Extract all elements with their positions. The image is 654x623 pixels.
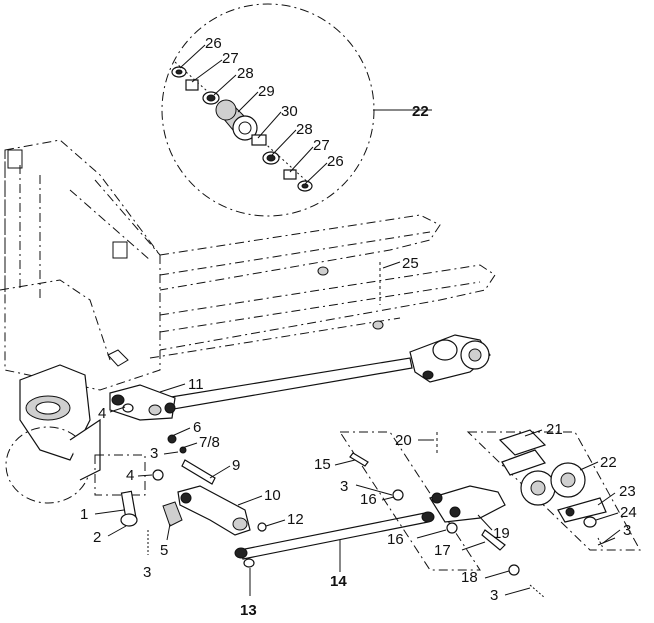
upper-push-rod-assembly xyxy=(109,334,491,421)
cotter-pin-3-right xyxy=(597,537,604,549)
callout-29: 29 xyxy=(258,83,275,100)
callout-21: 21 xyxy=(546,421,563,438)
washer-18 xyxy=(508,564,520,576)
callout-26-bottom: 26 xyxy=(327,153,344,170)
chassis-outline xyxy=(0,139,161,391)
callout-16-upper: 16 xyxy=(360,491,377,508)
callout-4-upper: 4 xyxy=(98,405,106,422)
callout-6: 6 xyxy=(193,419,201,436)
spacer-27-top xyxy=(185,79,199,91)
fork-pin-lower xyxy=(372,320,384,330)
callout-11: 11 xyxy=(188,376,204,393)
callout-3-left: 3 xyxy=(143,564,151,581)
shaft-9 xyxy=(181,459,216,485)
roller-set-dashed xyxy=(466,431,641,551)
callout-25: 25 xyxy=(402,255,419,272)
washer-2 xyxy=(120,513,138,527)
callout-14: 14 xyxy=(330,573,347,590)
axle-30 xyxy=(251,134,267,146)
callout-30: 30 xyxy=(281,103,298,120)
callout-17: 17 xyxy=(434,542,451,559)
washer-7-8 xyxy=(179,446,187,454)
wheel-29 xyxy=(215,99,258,141)
shaft-17 xyxy=(481,529,506,551)
lever-10 xyxy=(177,485,251,536)
callout-24: 24 xyxy=(620,504,637,521)
callout-1: 1 xyxy=(80,506,88,523)
callout-19: 19 xyxy=(493,525,510,542)
frame-link-dashed xyxy=(94,454,146,496)
link-plate-23 xyxy=(557,497,607,523)
callout-3-right: 3 xyxy=(623,522,631,539)
callout-7-8: 7/8 xyxy=(199,434,220,451)
spacer-27-bottom xyxy=(283,169,297,180)
lower-roller-assembly xyxy=(339,429,641,599)
roller-bracket-19 xyxy=(429,485,506,523)
bushing-4-lower xyxy=(152,469,164,481)
callout-27-top: 27 xyxy=(222,50,239,67)
fork-end-dashed xyxy=(339,431,481,571)
callout-28-top: 28 xyxy=(237,65,254,82)
steering-wheel-housing xyxy=(5,364,101,504)
bushing-5 xyxy=(162,501,183,527)
cotter-pin-3-bottom xyxy=(529,584,546,599)
callout-18: 18 xyxy=(461,569,478,586)
callout-22-assembly: 22 xyxy=(600,454,617,471)
callout-3-upper: 3 xyxy=(150,445,158,462)
nut-6 xyxy=(167,434,177,444)
callout-9: 9 xyxy=(232,457,240,474)
forks xyxy=(149,214,496,359)
callout-23: 23 xyxy=(619,483,636,500)
callout-10: 10 xyxy=(264,487,281,504)
callout-28-bottom: 28 xyxy=(296,121,313,138)
callout-20: 20 xyxy=(395,432,412,449)
callout-4-lower: 4 xyxy=(126,467,134,484)
bushing-4-upper xyxy=(122,403,134,413)
lower-linkage-parts xyxy=(94,434,435,568)
nut-24 xyxy=(583,516,597,528)
callout-5: 5 xyxy=(160,542,168,559)
callout-3-bottom: 3 xyxy=(490,587,498,604)
nut-13 xyxy=(243,558,255,568)
fork-upper xyxy=(159,214,441,291)
callout-2: 2 xyxy=(93,529,101,546)
callout-26-top: 26 xyxy=(205,35,222,52)
detail-circle-outline xyxy=(161,3,375,217)
callout-13: 13 xyxy=(240,602,257,619)
bushing-16-lower xyxy=(446,522,458,534)
callout-22-detail: 22 xyxy=(412,103,429,120)
link-plate-21 xyxy=(498,429,547,456)
callout-3-mid: 3 xyxy=(340,478,348,495)
callout-labels: 26 27 28 29 30 28 27 26 22 25 11 4 6 7/8… xyxy=(80,35,637,619)
callout-12: 12 xyxy=(287,511,304,528)
callout-15: 15 xyxy=(314,456,331,473)
callout-27-bottom: 27 xyxy=(313,137,330,154)
nut-12 xyxy=(257,522,267,532)
fork-pin-upper xyxy=(317,266,329,276)
callout-16-lower: 16 xyxy=(387,531,404,548)
leader-lines xyxy=(94,44,621,596)
bushing-16-upper xyxy=(392,489,404,501)
detail-view-wheel-assembly xyxy=(161,3,432,217)
fork-lower xyxy=(159,264,496,351)
pin-15 xyxy=(349,452,369,467)
